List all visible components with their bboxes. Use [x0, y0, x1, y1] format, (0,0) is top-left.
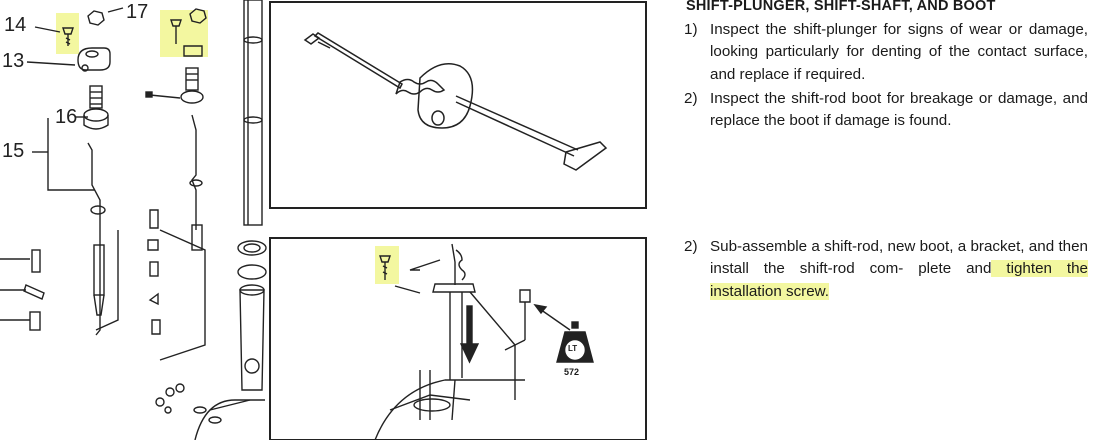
step-3-number: 2)	[684, 238, 698, 255]
screw-top-icon	[170, 8, 207, 57]
screw-14-icon	[62, 27, 74, 46]
bracket-line-a	[95, 230, 119, 331]
callout-13: 13	[2, 50, 25, 72]
step-3-text: Sub-assemble a shift-rod, new boot, a br…	[710, 236, 1088, 303]
nut-17-icon	[87, 10, 105, 26]
frame-shift-plunger	[269, 1, 647, 209]
callout-17: 17	[126, 1, 149, 23]
shift-rod-15-icon	[87, 142, 106, 336]
exploded-diagram: 14 17 13 16 15	[0, 0, 647, 440]
bracket-line-b	[159, 229, 206, 361]
boot-16-icon	[83, 85, 109, 130]
callout-14: 14	[4, 14, 27, 36]
step-3-main-text: Sub-assemble a shift-rod, new boot, a br…	[710, 238, 1088, 278]
step-1: 1) Inspect the shift-plunger for signs o…	[676, 19, 1096, 89]
center-rod-icon	[145, 67, 204, 335]
leader-17	[107, 7, 124, 13]
shift-plunger-icon	[303, 32, 608, 171]
loctite-number: 572	[564, 367, 580, 377]
step-1-number: 1)	[684, 21, 698, 38]
section-heading: SHIFT-PLUNGER, SHIFT-SHAFT, AND BOOT	[686, 0, 996, 14]
step-1-text: Inspect the shift-plunger for signs of w…	[710, 21, 1088, 83]
pointer-arrow-icon	[533, 303, 571, 331]
install-assembly-icon	[374, 243, 531, 440]
loctite-symbol: LT	[568, 344, 578, 353]
left-parts-icon	[23, 249, 45, 331]
loctite-badge-icon	[556, 321, 594, 363]
frame-install	[269, 237, 647, 440]
step-3: 2) Sub-assemble a shift-rod, new boot, a…	[676, 236, 1096, 306]
callout-15: 15	[2, 140, 25, 162]
install-screw-icon	[379, 255, 421, 294]
step-2-text: Inspect the shift-rod boot for breakage …	[710, 90, 1088, 130]
housing-base-icon	[155, 383, 265, 440]
down-arrow-icon	[459, 305, 480, 364]
highlight-screw-install	[375, 246, 399, 284]
drive-shaft-icon	[237, 0, 267, 391]
leader-14	[34, 26, 61, 33]
step-2: 2) Inspect the shift-rod boot for breaka…	[676, 88, 1096, 158]
leader-13	[26, 61, 76, 66]
bracket-13-icon	[77, 47, 111, 72]
callout-16: 16	[55, 106, 78, 128]
step-2-number: 2)	[684, 90, 698, 107]
bracket-15	[47, 118, 95, 191]
parts-drawing	[0, 0, 647, 440]
